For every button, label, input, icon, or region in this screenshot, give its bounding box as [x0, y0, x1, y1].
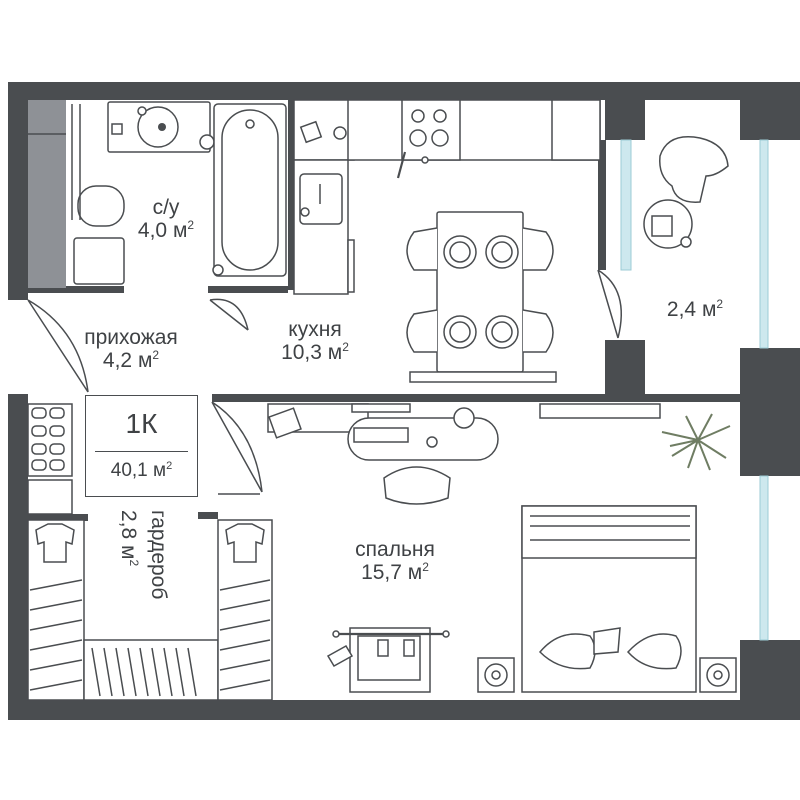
room-label-balcony: 2,4 м2: [650, 297, 740, 321]
bathroom-fixtures: [71, 101, 287, 285]
shoe-rack: [27, 403, 73, 515]
room-area: 2,8 м2: [117, 510, 141, 567]
room-name: гардероб: [147, 510, 170, 600]
plant-icon: [661, 413, 731, 471]
windows: [620, 139, 769, 641]
room-name: прихожая: [84, 326, 178, 349]
room-label-hallway: прихожая 4,2 м2: [56, 326, 206, 372]
room-label-kitchen: кухня 10,3 м2: [260, 318, 370, 364]
room-label-bedroom: спальня 15,7 м2: [330, 538, 460, 584]
room-area: 4,0 м2: [137, 218, 195, 243]
unit-total-area: 40,1 м2: [110, 460, 173, 481]
room-area: 4,2 м2: [102, 348, 160, 373]
room-area: 2,4 м2: [666, 297, 724, 321]
bathroom-partition: [28, 100, 66, 288]
room-label-bathroom: с/у 4,0 м2: [118, 196, 214, 242]
unit-badge: 1К 40,1 м2: [85, 395, 198, 497]
balcony-furniture: [643, 136, 729, 249]
room-name: с/у: [152, 196, 180, 219]
wardrobe-furniture: [27, 519, 273, 701]
room-area: 10,3 м2: [281, 340, 349, 365]
unit-divider: [95, 451, 188, 452]
bedroom-furniture: [267, 403, 737, 693]
room-label-wardrobe: гардероб 2,8 м2: [116, 510, 170, 640]
doors: [27, 269, 622, 495]
unit-code: 1К: [125, 408, 158, 439]
walls: [8, 82, 800, 720]
room-name: спальня: [355, 538, 435, 561]
room-area: 15,7 м2: [361, 560, 429, 585]
room-name: кухня: [288, 318, 342, 341]
kitchen-furniture: [293, 99, 601, 383]
